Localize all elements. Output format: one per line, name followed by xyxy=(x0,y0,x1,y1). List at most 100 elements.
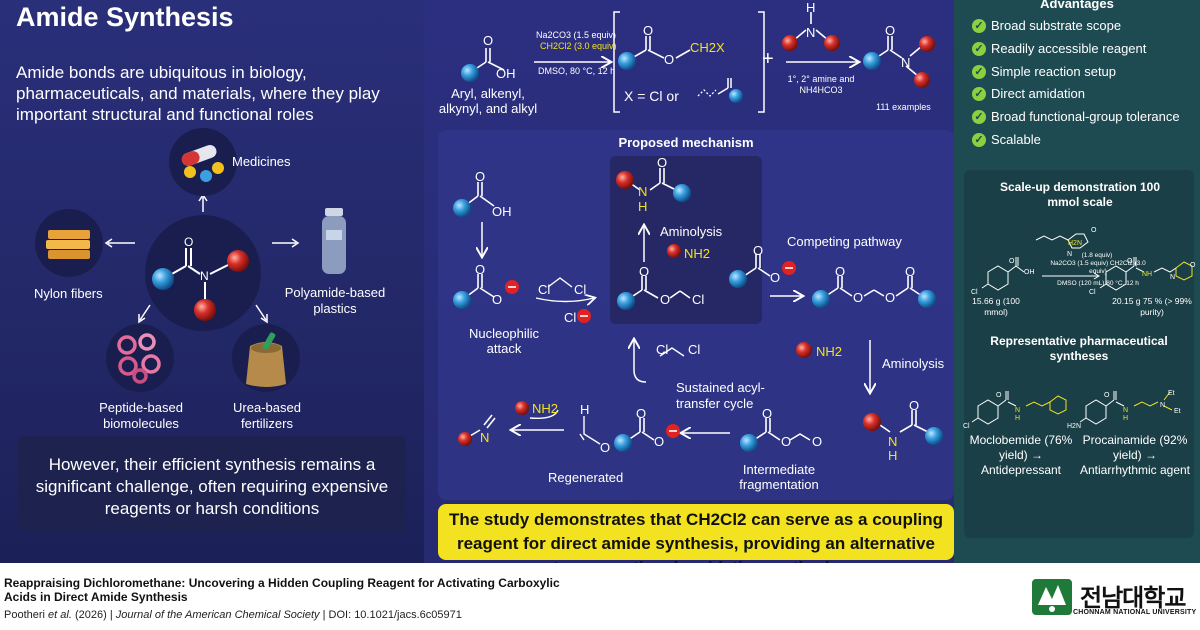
dcm-cl-label: Cl xyxy=(574,282,587,297)
competing-o-label: O xyxy=(753,243,764,258)
scale-input-amount: 15.66 g (100 mmol) xyxy=(972,296,1020,317)
citation-doi[interactable]: | DOI: 10.1021/jacs.6c05971 xyxy=(322,609,462,621)
ester-cl-label: Cl xyxy=(692,292,705,307)
diester-r-atom xyxy=(812,290,830,308)
aminolysis-label-1: Aminolysis xyxy=(660,224,723,239)
left-panel: O N xyxy=(0,0,424,563)
ester-o-label: O xyxy=(660,292,671,307)
product-n-atom xyxy=(919,36,935,52)
page-title: Amide Synthesis xyxy=(16,2,234,32)
product-morpholine-n-label: N xyxy=(1170,274,1176,281)
condition-base: Na2CO3 (1.5 equiv) xyxy=(536,30,617,40)
ester-o-label: O xyxy=(643,23,654,38)
product-n-label: N xyxy=(901,55,911,70)
amine-h-label: H xyxy=(806,0,816,15)
mech-amide-n-atom xyxy=(616,171,634,189)
moclobemide-cl-label: Cl xyxy=(963,423,970,430)
diester-o-label: O xyxy=(835,264,846,279)
sustained-cycle-label: Sustained acyl-transfer cycle xyxy=(676,380,765,411)
peptide-label: Peptide-based biomolecules xyxy=(99,400,183,431)
amine-nh2-label: NH2 xyxy=(684,246,711,261)
carboxylate-o-label: O xyxy=(492,292,503,307)
amine-conditions: 1°, 2° amine and NH4HCO3 xyxy=(787,74,855,95)
cycle-cl-label: Cl xyxy=(656,342,669,357)
nucleophilic-attack-label: Nucleophilic attack xyxy=(468,326,540,356)
university-logo-text: 전남대학교 xyxy=(1080,585,1186,612)
intermediate-o-label: O xyxy=(781,434,792,449)
advantage-item: ✓Simple reaction setup xyxy=(972,64,1116,79)
acid-o-label: O xyxy=(1009,258,1015,265)
intermediate-r-atom xyxy=(740,434,758,452)
n-substituent-atom xyxy=(194,299,216,321)
diester-o-label: O xyxy=(885,290,896,305)
scale-up-scheme xyxy=(971,233,1193,425)
scale-up-box xyxy=(964,170,1194,538)
acid-r-atom xyxy=(461,64,479,82)
mech-acid-oh-label: OH xyxy=(492,204,512,219)
right-panel: Advantages ✓Broad substrate scope ✓Readi… xyxy=(954,0,1200,563)
diester-bonds xyxy=(825,276,923,297)
scale-solvent: DMSO (120 mL) 80 °C, 12 h xyxy=(1057,280,1139,287)
check-icon: ✓ xyxy=(972,132,986,147)
amine-h2n-label: H2N xyxy=(1068,240,1083,247)
scale-up-title: Scale-up demonstration 100 mmol scale xyxy=(999,180,1161,209)
check-icon: ✓ xyxy=(972,64,986,79)
carboxylate-r-atom xyxy=(453,291,471,309)
diester-o-label: O xyxy=(853,290,864,305)
mechanism-inner-box xyxy=(610,156,762,324)
amine-atom xyxy=(667,244,681,258)
carboxylate-o-label: O xyxy=(475,262,486,277)
challenge-box xyxy=(18,436,406,532)
aminolysis-label-2: Aminolysis xyxy=(882,356,945,371)
chloromethyl-ester-r-atom xyxy=(617,292,635,310)
morpholine-o-label: O xyxy=(1091,227,1097,234)
medicines-icon-bg xyxy=(169,128,237,196)
acid-oh-label: OH xyxy=(496,66,516,81)
nylon-label: Nylon fibers xyxy=(34,286,103,301)
amine-nh2-label: NH2 xyxy=(816,344,843,359)
advantage-item: ✓Broad substrate scope xyxy=(972,18,1121,33)
university-logo-subtitle: CHONNAM NATIONAL UNIVERSITY xyxy=(1073,609,1197,616)
moclobemide-o-label: O xyxy=(996,392,1002,399)
citation-line: Pootheri et al. (2026) | Journal of the … xyxy=(4,609,462,621)
amine-atom xyxy=(796,342,812,358)
acid-oh-label: OH xyxy=(1024,269,1035,276)
application-arrows xyxy=(104,193,300,324)
polyamide-label: Polyamide-based plastics xyxy=(284,285,386,316)
amine-n-label: N xyxy=(806,25,816,40)
product-nh-label: NH xyxy=(1142,271,1153,278)
medicines-label: Medicines xyxy=(232,154,291,169)
acid-cl-label: Cl xyxy=(971,289,978,296)
nitrogen-label: N xyxy=(200,269,209,283)
conclusion-box xyxy=(438,504,954,560)
morpholine-n-label: N xyxy=(1067,251,1073,258)
drug-moclobemide: Moclobemide (76% yield) → Antidepressant xyxy=(969,433,1073,477)
oxygen-label: O xyxy=(184,235,193,249)
product-o-label: O xyxy=(885,23,896,38)
cycle-arrow xyxy=(634,340,647,383)
plastic-bottle-icon xyxy=(322,208,346,274)
product-r-atom xyxy=(863,52,881,70)
check-icon: ✓ xyxy=(972,18,986,33)
r-group-atom xyxy=(152,268,174,290)
university-logo-icon xyxy=(1032,579,1072,615)
advantage-item: ✓Readily accessible reagent xyxy=(972,41,1146,56)
ch2x-label: CH2X xyxy=(690,40,725,55)
final-amide-h-label: H xyxy=(888,448,898,463)
amine-substituent-atom xyxy=(824,35,840,51)
pills-icon xyxy=(181,145,224,182)
footer: Reappraising Dichloromethane: Uncovering… xyxy=(0,563,1200,630)
scale-output-amount: 20.15 g 75 % (> 99% purity) xyxy=(1112,296,1192,317)
cycle-cl-label: Cl xyxy=(688,342,701,357)
ester-o-label: O xyxy=(639,264,650,279)
product-bonds xyxy=(875,36,923,77)
advantages-title: Advantages xyxy=(1040,0,1114,11)
product-cl-label: Cl xyxy=(1089,289,1096,296)
intermediate-o-label: O xyxy=(762,406,773,421)
amine-atom xyxy=(515,401,529,415)
scale-equiv: (1.8 equiv) xyxy=(1081,252,1113,259)
plus-sign: + xyxy=(762,48,774,70)
advantage-item: ✓Scalable xyxy=(972,132,1041,147)
check-icon: ✓ xyxy=(972,41,986,56)
check-icon: ✓ xyxy=(972,86,986,101)
